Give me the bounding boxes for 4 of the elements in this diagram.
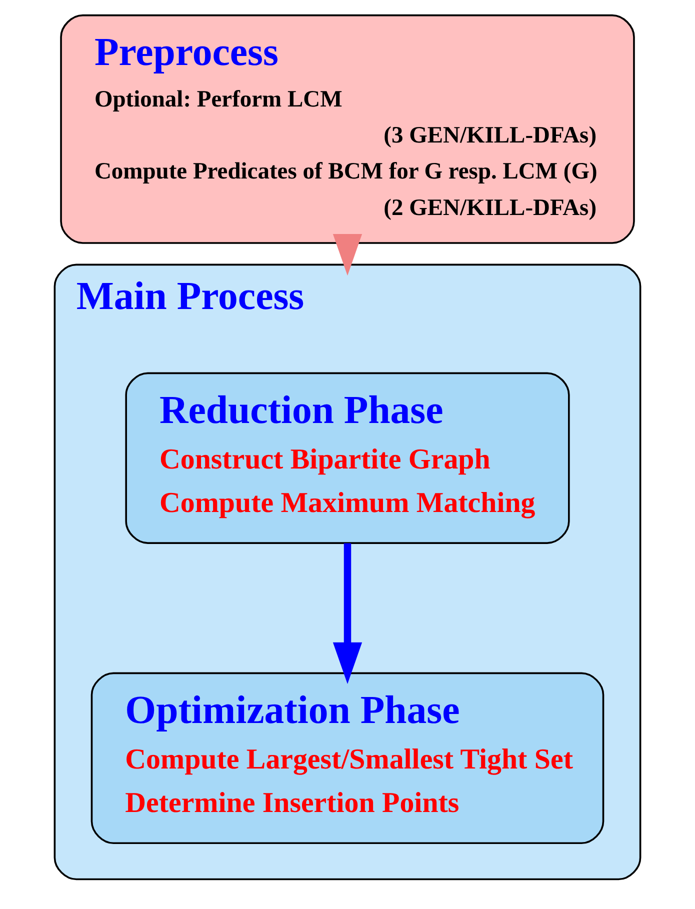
node-box: Optimization Phase Compute Largest/Smallest Tight Set Determine Insertion Points [90,672,604,844]
arrow [332,234,362,276]
arrow [332,543,362,684]
node-box: Reduction Phase Construct Bipartite Graph Compute Maximum Matching [125,372,570,544]
